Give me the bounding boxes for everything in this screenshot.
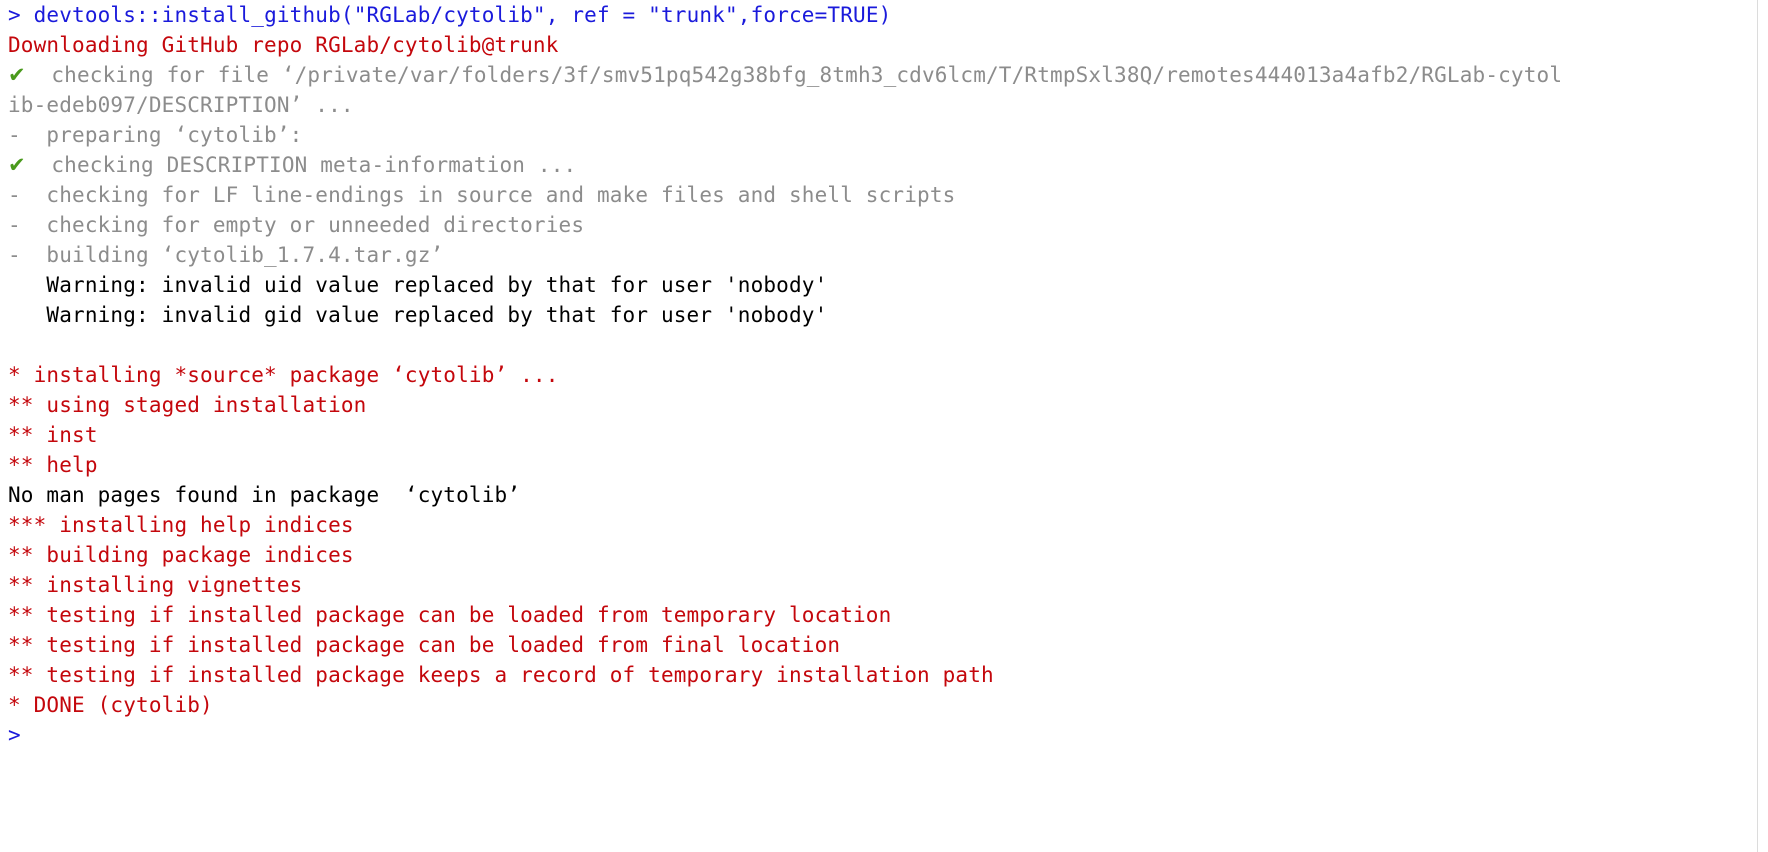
output-line: ✔ checking for file ‘/private/var/folder… <box>8 60 1757 90</box>
output-line: * DONE (cytolib) <box>8 693 213 717</box>
output-line: ** using staged installation <box>8 393 367 417</box>
output-line: *** installing help indices <box>8 513 354 537</box>
output-line: ** installing vignettes <box>8 573 303 597</box>
output-text: checking for file ‘/private/var/folders/… <box>25 63 1563 87</box>
output-line: ** testing if installed package can be l… <box>8 633 841 657</box>
output-line: ** testing if installed package keeps a … <box>8 663 994 687</box>
command-line: > devtools::install_github("RGLab/cytoli… <box>8 0 1757 30</box>
checkmark-icon: ✔ <box>8 153 26 177</box>
prompt: > <box>8 3 21 27</box>
output-text: checking DESCRIPTION meta-information ..… <box>25 153 577 177</box>
output-line: ib-edeb097/DESCRIPTION’ ... <box>8 93 354 117</box>
output-line: No man pages found in package ‘cytolib’ <box>8 483 521 507</box>
output-line: - checking for empty or unneeded directo… <box>8 213 585 237</box>
output-line: Warning: invalid uid value replaced by t… <box>8 273 828 297</box>
output-line: * installing *source* package ‘cytolib’ … <box>8 363 559 387</box>
output-line: Downloading GitHub repo RGLab/cytolib@tr… <box>8 33 559 57</box>
output-line: - building ‘cytolib_1.7.4.tar.gz’ <box>8 243 444 267</box>
output-line <box>8 330 1757 360</box>
input-line[interactable]: > <box>8 720 1757 750</box>
output-line: Warning: invalid gid value replaced by t… <box>8 303 828 327</box>
output-line: ** building package indices <box>8 543 354 567</box>
checkmark-icon: ✔ <box>8 63 26 87</box>
output-line: ✔ checking DESCRIPTION meta-information … <box>8 150 1757 180</box>
command-text: devtools::install_github("RGLab/cytolib"… <box>20 3 892 27</box>
output-line: ** inst <box>8 423 98 447</box>
final-prompt: > <box>8 723 21 747</box>
output-line: ** help <box>8 453 98 477</box>
output-line: - checking for LF line-endings in source… <box>8 183 956 207</box>
output-line: ** testing if installed package can be l… <box>8 603 892 627</box>
output-line: - preparing ‘cytolib’: <box>8 123 303 147</box>
console-output: Downloading GitHub repo RGLab/cytolib@tr… <box>8 30 1757 720</box>
